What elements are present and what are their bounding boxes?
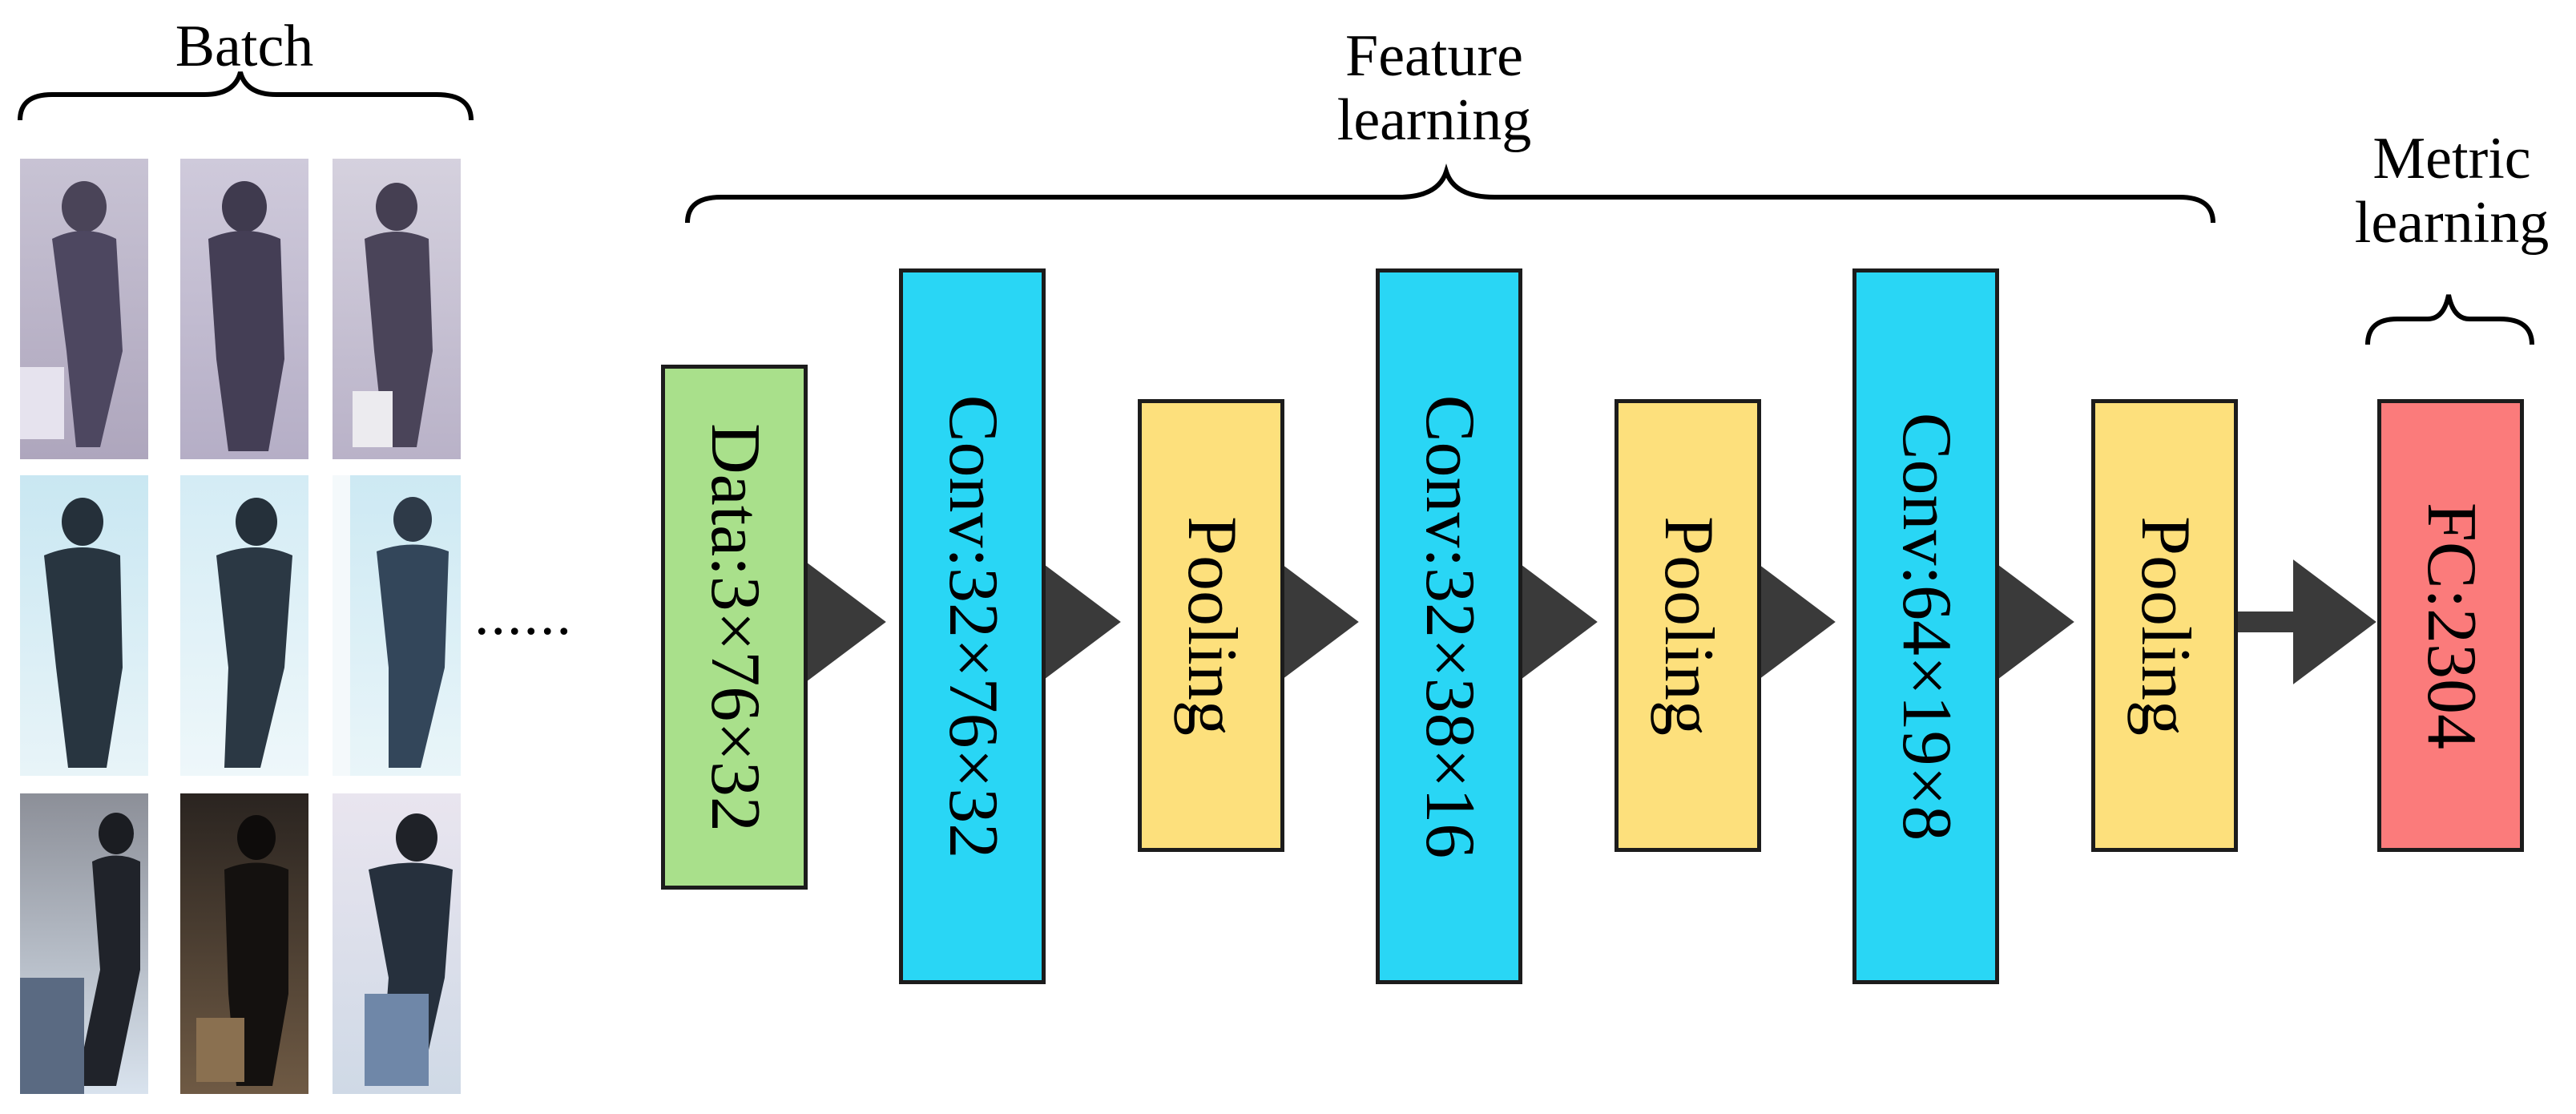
pooling-block-2-label: Pooling	[1649, 515, 1727, 736]
feature-learning-brace	[685, 163, 2215, 224]
ellipsis: ......	[474, 582, 573, 648]
batch-image-1	[20, 159, 148, 459]
conv-block-2: Conv:32×38×16	[1376, 268, 1522, 984]
batch-image-5	[180, 475, 308, 776]
metric-learning-label: Metric learning	[2354, 126, 2550, 256]
feature-learning-label: Feature learning	[1336, 23, 1532, 153]
batch-image-6	[333, 475, 461, 776]
pooling-block-1-label: Pooling	[1172, 515, 1251, 736]
person-silhouette-icon	[20, 181, 123, 447]
conv-block-3-label: Conv:64×19×8	[1887, 412, 1965, 841]
batch-image-8	[180, 793, 308, 1094]
batch-image-7	[20, 793, 148, 1094]
batch-label: Batch	[175, 14, 314, 79]
conv-block-1-label: Conv:32×76×32	[933, 394, 1012, 858]
batch-image-4	[20, 475, 148, 776]
batch-image-2	[180, 159, 308, 459]
pooling-block-3-label: Pooling	[2126, 515, 2204, 736]
fc-block-label: FC:2304	[2412, 502, 2490, 749]
metric-learning-brace	[2365, 294, 2534, 345]
pooling-block-1: Pooling	[1138, 399, 1284, 852]
person-silhouette-icon	[196, 815, 288, 1086]
batch-brace	[18, 71, 474, 121]
pooling-block-2: Pooling	[1615, 399, 1761, 852]
person-silhouette-icon	[20, 813, 140, 1094]
data-block-label: Data:3×76×32	[695, 422, 774, 832]
person-silhouette-icon	[44, 498, 123, 768]
conv-block-1: Conv:32×76×32	[899, 268, 1046, 984]
conv-block-2-label: Conv:32×38×16	[1410, 394, 1489, 858]
fc-block: FC:2304	[2377, 399, 2524, 852]
pooling-block-3: Pooling	[2091, 399, 2238, 852]
person-silhouette-icon	[216, 498, 292, 768]
batch-image-9	[333, 793, 461, 1094]
person-silhouette-icon	[365, 813, 453, 1086]
person-silhouette-icon	[333, 475, 449, 776]
batch-image-3	[333, 159, 461, 459]
person-silhouette-icon	[208, 181, 284, 451]
person-silhouette-icon	[353, 183, 433, 447]
data-block: Data:3×76×32	[661, 365, 808, 890]
conv-block-3: Conv:64×19×8	[1852, 268, 1999, 984]
